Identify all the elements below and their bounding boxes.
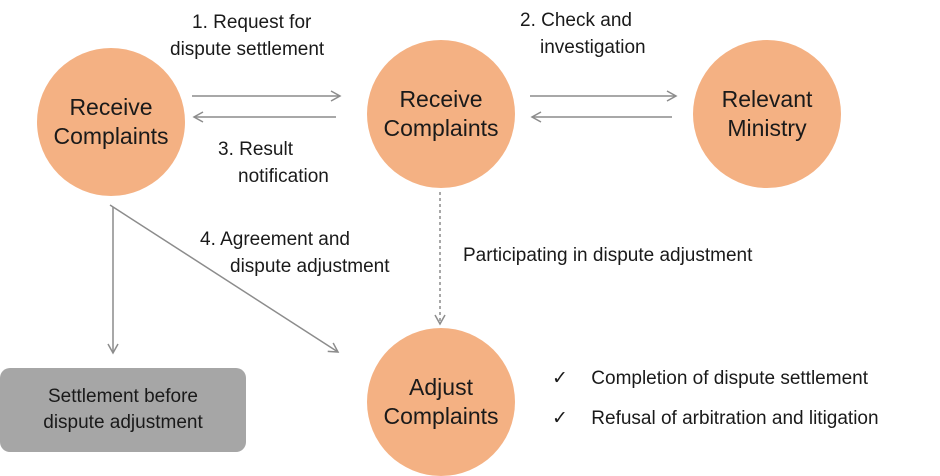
- label-step3-line2: notification: [238, 166, 329, 187]
- label-step2: 2. Check and investigation: [520, 7, 646, 61]
- outcome-refusal: ✓ Refusal of arbitration and litigation: [552, 406, 879, 432]
- outcome-completion: ✓ Completion of dispute settlement: [552, 366, 868, 392]
- arrow-agreement: [109, 204, 340, 353]
- label-step4-line2: dispute adjustment: [230, 256, 390, 277]
- node-label-line1: Receive: [399, 86, 483, 112]
- label-step4: 4. Agreement and dispute adjustment: [200, 226, 390, 280]
- label-step1: 1. Request for dispute settlement: [170, 9, 324, 63]
- settlement-before-adjustment-box: Settlement before dispute adjustment: [0, 368, 246, 452]
- label-step3-line1: 3. Result: [218, 139, 293, 160]
- label-step1-line1: 1. Request for: [192, 12, 312, 33]
- node-label-line2: Complaints: [383, 115, 499, 141]
- label-step2-line1: 2. Check and: [520, 10, 632, 31]
- label-step4-line1: 4. Agreement and: [200, 229, 350, 250]
- node-label-line2: Complaints: [383, 403, 499, 429]
- node-label-line2: Ministry: [727, 115, 807, 141]
- label-step2-line2: investigation: [540, 37, 646, 58]
- node-receive-complaints-left: Receive Complaints: [37, 48, 185, 196]
- node-label-line1: Relevant: [721, 86, 813, 112]
- node-label-line2: Complaints: [53, 123, 169, 149]
- node-relevant-ministry: Relevant Ministry: [693, 40, 841, 188]
- node-label-line1: Adjust: [409, 374, 473, 400]
- outcome-text: Completion of dispute settlement: [591, 368, 868, 389]
- label-step3: 3. Result notification: [218, 136, 329, 190]
- settlement-box-line1: Settlement before: [48, 386, 198, 407]
- label-step1-line2: dispute settlement: [170, 39, 325, 60]
- checkmark-icon: ✓: [552, 368, 568, 389]
- outcome-text: Refusal of arbitration and litigation: [591, 408, 879, 429]
- checkmark-icon: ✓: [552, 408, 568, 429]
- node-receive-complaints-center: Receive Complaints: [367, 40, 515, 188]
- node-label-line1: Receive: [69, 94, 153, 120]
- label-participating: Participating in dispute adjustment: [463, 245, 753, 266]
- settlement-box-line2: dispute adjustment: [43, 412, 203, 433]
- node-adjust-complaints: Adjust Complaints: [367, 328, 515, 476]
